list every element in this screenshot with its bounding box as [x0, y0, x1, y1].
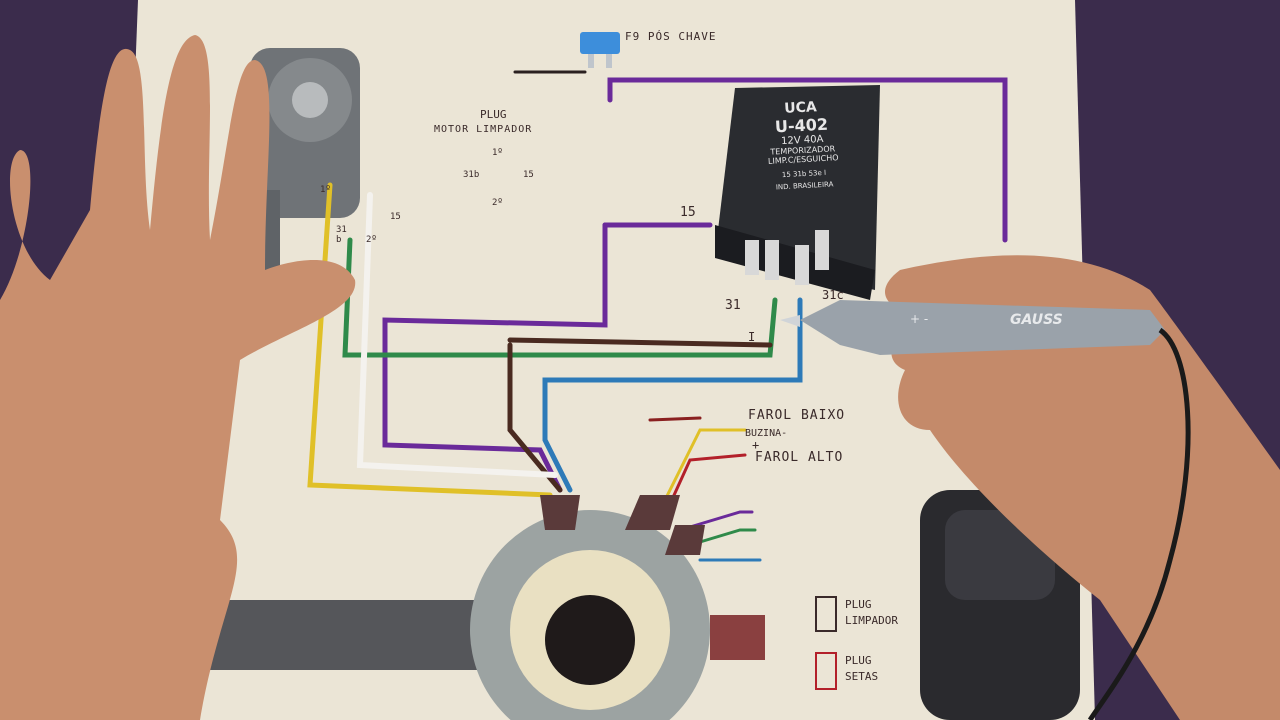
legend-setas-label: PLUG: [845, 654, 872, 667]
fuse-icon: [580, 32, 620, 68]
ground-31-label: 31: [725, 298, 741, 313]
pin-31c-label: 31c: [822, 288, 844, 302]
wire-15-label: 15: [680, 205, 696, 220]
farol-baixo-label: FAROL BAIXO: [748, 408, 846, 423]
buzina-label: BUZINA-: [745, 428, 788, 439]
plug-pin-31b-label: 31b: [463, 170, 480, 180]
probe-marks: + -: [910, 312, 929, 326]
pin-i-label: I: [748, 330, 756, 344]
fuse-label: F9 PÓS CHAVE: [625, 30, 717, 43]
wires: [307, 70, 1008, 562]
legend-limpador-sub: LIMPADOR: [845, 614, 898, 627]
motor-pin-31b-label: 31 b: [336, 225, 347, 245]
plug-title: PLUG: [480, 108, 507, 121]
legend-limpador-swatch: [815, 596, 837, 632]
plug-subtitle: MOTOR LIMPADOR: [434, 124, 533, 135]
relay-image: [715, 85, 880, 300]
probe-brand: GAUSS: [1010, 312, 1063, 328]
plus-label: +: [752, 438, 760, 452]
legend-limpador-label: PLUG: [845, 598, 872, 611]
plug-pin-2-label: 2º: [492, 198, 503, 208]
motor-pin-2-label: 2º: [366, 235, 377, 245]
legend-setas-swatch: [815, 652, 837, 690]
harness-bundles: [540, 495, 705, 555]
plug-pin-15-label: 15: [523, 170, 534, 180]
motor-pin-15-label: 15: [390, 212, 401, 222]
left-hand: [0, 35, 356, 720]
relay-label-block: UCA U-402 12V 40A TEMPORIZADOR LIMP.C/ES…: [738, 97, 868, 193]
motor-pin-1-label: 1º: [320, 185, 331, 195]
farol-alto-label: FAROL ALTO: [755, 450, 844, 465]
test-probe-image: [780, 300, 1191, 720]
plug-pin-1-label: 1º: [492, 148, 503, 158]
legend-setas-sub: SETAS: [845, 670, 879, 683]
